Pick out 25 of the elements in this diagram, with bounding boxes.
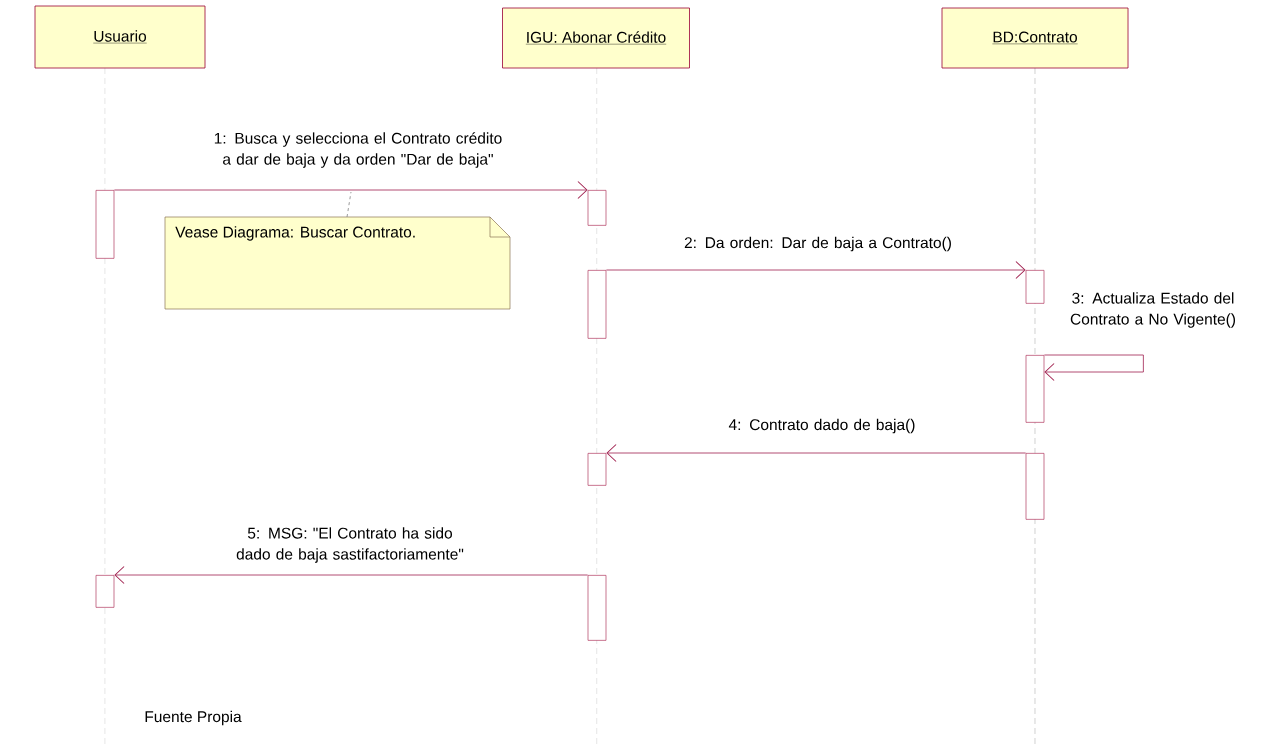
note: Vease Diagrama: Buscar Contrato.	[164, 216, 511, 310]
message-label: 4: Contrato dado de baja()	[728, 418, 915, 434]
object-box: IGU: Abonar Crédito	[502, 7, 690, 69]
activation-bar	[1025, 355, 1045, 423]
message-arrow	[606, 444, 1027, 462]
object-box: BD:Contrato	[941, 7, 1129, 69]
leader-line	[346, 191, 352, 218]
message-label: 2: Da orden: Dar de baja a Contrato()	[684, 236, 951, 252]
activation-bar	[587, 453, 607, 486]
activation-bar	[1025, 453, 1045, 520]
message-arrow	[113, 181, 588, 199]
message-label: 1: Busca y selecciona el Contrato crédito a dar de baja y da orden "Dar de baja"	[214, 132, 502, 168]
message-arrow	[605, 261, 1026, 279]
activation-bar	[95, 575, 115, 608]
message-label: 3: Actualiza Estado del Contrato a No Vigente()	[1070, 292, 1236, 328]
activation-bar	[587, 575, 607, 641]
self-message-arrow	[1043, 354, 1144, 381]
activation-bar	[1025, 270, 1045, 304]
activation-bar	[587, 270, 607, 339]
message-arrow	[114, 566, 589, 584]
activation-bar	[95, 190, 115, 259]
message-label: 5: MSG: "El Contrato ha sido dado de baja sastifactoriamente"	[236, 527, 464, 563]
activation-bar	[587, 190, 607, 226]
source-note: Fuente Propia	[145, 710, 242, 726]
object-box: Usuario	[34, 5, 206, 69]
